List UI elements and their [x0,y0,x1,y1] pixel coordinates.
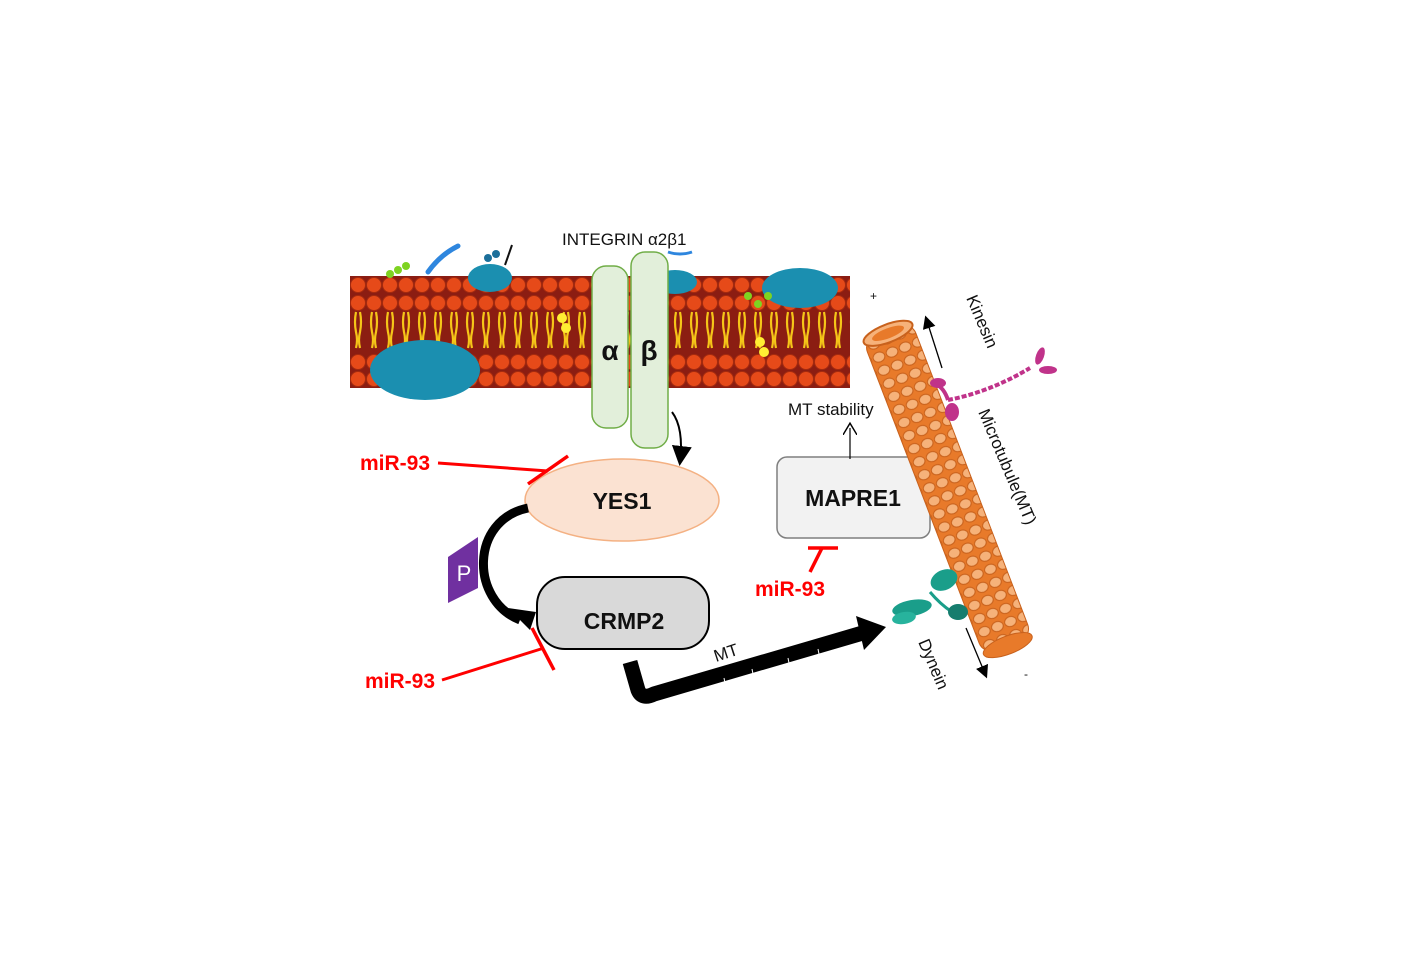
mt-label: MT [711,640,740,666]
microtubule: + - [862,289,1033,681]
mir93-crmp2-inhibition: miR-93 [365,627,556,693]
yes1-label: YES1 [593,488,652,514]
crmp2-to-microtubule-arrow [622,616,886,704]
integrin-alpha-subunit [591,265,629,429]
mt-stability-label: MT stability [788,400,874,419]
kinesin-icon [930,347,1057,421]
crmp2-label: CRMP2 [584,608,665,634]
integrin-label: INTEGRIN α2β1 [562,230,686,249]
integrin-beta-subunit [630,251,669,449]
mir93-yes1-label: miR-93 [360,452,430,475]
kinesin-direction-arrow [922,315,943,369]
dynein-direction-arrow [965,627,988,679]
integrin-beta-label: β [640,335,657,366]
integrin-receptor: α β [591,251,669,449]
minus-end-mark: - [1024,667,1028,681]
yes1-to-crmp2-arrow [479,503,530,625]
integrin-to-yes1-arrow [671,411,692,466]
integrin-alpha-label: α [601,335,618,366]
microtubule-label: Microtubule(MT) [974,406,1040,527]
phosphate-label: P [457,561,472,586]
mapre1-label: MAPRE1 [805,485,901,511]
kinesin-label: Kinesin [962,292,1001,351]
dynein-label: Dynein [914,636,952,692]
mir93-mapre1-inhibition: miR-93 [755,546,838,601]
crmp2-node: CRMP2 [536,576,710,650]
yes1-node: YES1 [524,458,720,542]
phosphate-badge: P [448,537,478,603]
mir93-crmp2-label: miR-93 [365,670,435,693]
mir93-yes1-inhibition: miR-93 [360,452,570,486]
mapre1-node: MAPRE1 [776,456,931,539]
dynein-icon [892,569,968,625]
mir93-mapre1-label: miR-93 [755,578,825,601]
plus-end-mark: + [870,289,877,303]
yes1-to-crmp2-arrowhead [508,608,536,630]
